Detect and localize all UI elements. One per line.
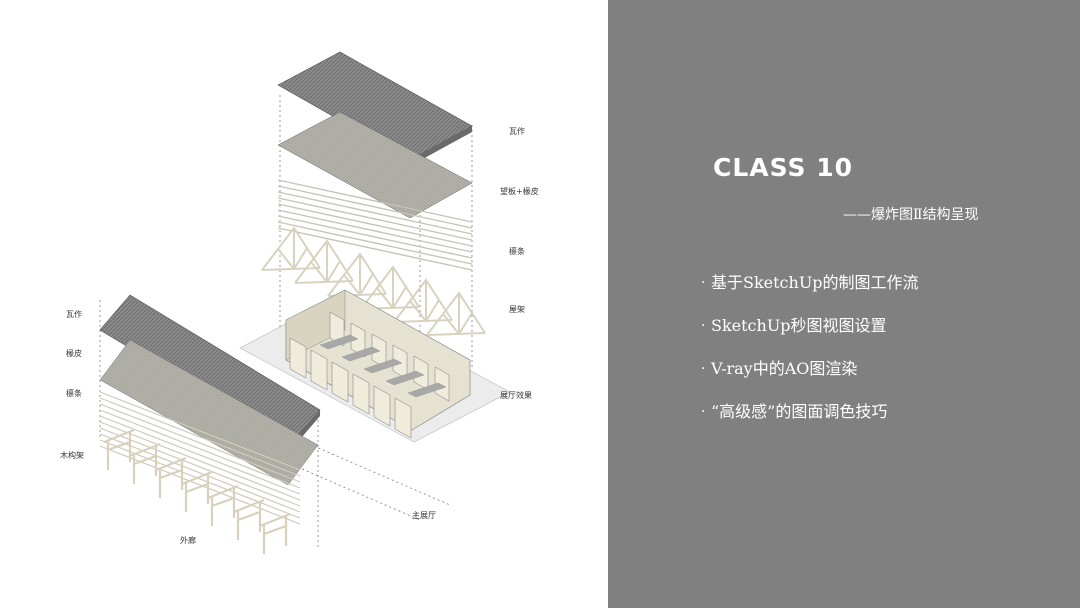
label-left-rafter: 椽皮 xyxy=(66,349,82,358)
purlin-beam xyxy=(277,185,473,229)
diagram-canvas xyxy=(99,51,511,554)
purlin-beam xyxy=(99,439,301,519)
wall-panel xyxy=(394,397,412,439)
display-shelf xyxy=(407,382,447,398)
label-hall-frame: 展厅效果 xyxy=(500,391,532,400)
exploded-axonometric-diagram: 瓦作 望板+椽皮 檩条 屋架 展厅效果 主展厅 瓦作 椽皮 檩条 木构架 外廊 xyxy=(60,51,539,554)
label-left-tile: 瓦作 xyxy=(66,310,82,319)
purlin-beam xyxy=(99,427,301,507)
topic-item: · “高级感”的图面调色技巧 xyxy=(701,401,919,444)
purlin-beam xyxy=(277,179,473,223)
display-shelf xyxy=(363,358,403,374)
roof-truss xyxy=(393,278,453,323)
wall-panel xyxy=(331,361,349,403)
wood-frame-bent xyxy=(233,498,265,540)
class-title: CLASS 10 xyxy=(713,153,854,182)
wood-frame-bent xyxy=(207,484,239,526)
purlin-beam xyxy=(99,415,301,495)
label-left-purlin: 檩条 xyxy=(66,389,82,398)
purlin-beam xyxy=(277,227,473,271)
purlin-beam xyxy=(99,433,301,513)
topic-item: · 基于SketchUp的制图工作流 xyxy=(701,272,919,315)
purlin-beam xyxy=(277,209,473,253)
wood-frame-bent xyxy=(103,428,135,470)
purlin-beam xyxy=(277,221,473,265)
label-upper-board: 望板+椽皮 xyxy=(500,187,539,196)
roof-truss xyxy=(294,239,354,284)
label-upper-truss: 屋架 xyxy=(509,305,525,314)
label-upper-purlin: 檩条 xyxy=(509,247,525,256)
wall-panel xyxy=(289,337,307,379)
purlin-beam xyxy=(99,397,301,477)
wall-panel xyxy=(329,311,345,347)
bullet-icon: · xyxy=(701,404,706,420)
label-main-hall: 主展厅 xyxy=(412,511,436,520)
roof-truss xyxy=(360,265,420,310)
roof-truss xyxy=(426,291,486,336)
main-hall-frame xyxy=(285,289,471,439)
wood-frame-bent xyxy=(181,470,213,512)
wood-frame-bent xyxy=(155,456,187,498)
bullet-icon: · xyxy=(701,318,706,334)
label-upper-tile: 瓦作 xyxy=(509,127,525,136)
wall-panel xyxy=(310,349,328,391)
label-left-wood-frame: 木构架 xyxy=(60,451,84,460)
purlin-beam xyxy=(277,191,473,235)
purlin-beam xyxy=(99,409,301,489)
purlin-beam xyxy=(277,203,473,247)
label-outer-corridor: 外廊 xyxy=(180,536,196,545)
topic-text: 基于SketchUp的制图工作流 xyxy=(711,273,919,292)
purlin-beam xyxy=(99,403,301,483)
topic-text: V-ray中的AO图渲染 xyxy=(711,359,858,378)
wall-panel xyxy=(373,385,391,427)
wall-panel xyxy=(352,373,370,415)
left-rafter-layer xyxy=(99,339,319,486)
roof-truss xyxy=(261,226,321,271)
purlin-beam xyxy=(277,197,473,241)
left-purlin-layer xyxy=(99,391,301,525)
upper-roof-board-layer xyxy=(277,111,473,219)
topic-text: SketchUp秒图视图设置 xyxy=(711,316,887,335)
purlin-beam xyxy=(277,215,473,259)
left-wood-frame-layer xyxy=(103,428,291,554)
purlin-beam xyxy=(99,421,301,501)
display-shelf xyxy=(319,334,359,350)
topic-item: · SketchUp秒图视图设置 xyxy=(701,315,919,358)
topic-text: “高级感”的图面调色技巧 xyxy=(711,402,888,421)
display-shelf xyxy=(385,370,425,386)
topic-list: · 基于SketchUp的制图工作流 · SketchUp秒图视图设置 · V-ray… xyxy=(701,272,919,444)
course-info-panel: CLASS 10 ——爆炸图Ⅱ结构呈现 · 基于SketchUp的制图工作流 · S… xyxy=(608,0,1080,608)
upper-purlin-layer xyxy=(277,179,473,271)
wood-frame-bent xyxy=(129,442,161,484)
bullet-icon: · xyxy=(701,275,706,291)
topic-item: · V-ray中的AO图渲染 xyxy=(701,358,919,401)
display-shelf xyxy=(341,346,381,362)
upper-truss-layer xyxy=(261,226,486,336)
bullet-icon: · xyxy=(701,361,706,377)
class-subtitle: ——爆炸图Ⅱ结构呈现 xyxy=(843,207,979,223)
purlin-beam xyxy=(99,391,301,471)
wood-frame-bent xyxy=(259,512,291,554)
